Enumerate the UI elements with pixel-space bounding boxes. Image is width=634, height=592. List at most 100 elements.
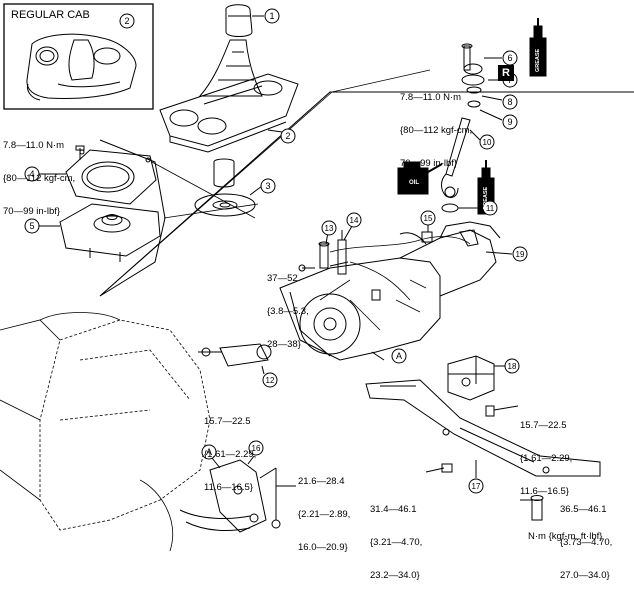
callout-14-text: 14	[350, 216, 359, 225]
callout-2b	[280, 128, 296, 144]
grease-can-label-lever: GREASE	[483, 186, 489, 210]
callout-15	[420, 210, 436, 226]
dust-boot	[59, 203, 161, 262]
view-mark-a2	[201, 444, 217, 460]
torque-line: 15.7—22.5	[520, 420, 567, 431]
units-legend: N·m {kgf-m, ft·lbf}	[528, 531, 603, 542]
callout-10-text: 10	[483, 138, 492, 147]
inset-frame	[3, 3, 154, 110]
shift-lever	[441, 117, 471, 199]
torque-line: 15.7—22.5	[204, 416, 251, 427]
callout-3	[260, 178, 276, 194]
callout-5	[24, 218, 40, 234]
torque-line: {1.61—2.29,	[204, 449, 257, 460]
sensor-14	[337, 230, 347, 275]
callout-19	[512, 246, 528, 262]
torque-line: 21.6—28.4	[298, 476, 345, 487]
shift-knob	[225, 4, 253, 37]
torque-crossmember-nut: 31.4—46.1 {3.21—4.70, 23.2—34.0}	[370, 482, 422, 592]
callout-12-text: 12	[266, 376, 275, 385]
callout-13-text: 13	[325, 224, 334, 233]
torque-line: 36.5—46.1	[560, 504, 607, 515]
callout-8	[502, 94, 518, 110]
callout-16-text: 16	[252, 444, 261, 453]
callout-1	[264, 8, 280, 24]
callout-11-text: 11	[486, 204, 495, 213]
sensor-13	[318, 241, 330, 269]
callout-4-text: 4	[29, 169, 34, 179]
callout-9	[502, 114, 518, 130]
callout-6-text: 6	[507, 53, 512, 63]
regular-cab-console	[26, 33, 137, 101]
torque-slave-bolt: 37—52 {3.8—5.3, 28—38}	[267, 251, 309, 361]
torque-knob-nut: 7.8—11.0 N·m {80—112 kgf-cm, 70—99 in-lb…	[400, 70, 472, 180]
callout-3-text: 3	[265, 181, 270, 191]
harness-15	[399, 231, 433, 245]
view-mark-a1-text: A	[396, 351, 402, 361]
torque-boot-bolt: 7.8—11.0 N·m {80—112 kgf-cm, 70—99 in-lb…	[3, 118, 75, 228]
torque-line: 37—52	[267, 273, 298, 284]
torque-line: 11.6—16.5}	[204, 482, 253, 493]
torque-line: 27.0—34.0}	[560, 570, 610, 581]
torque-line: 31.4—46.1	[370, 504, 417, 515]
torque-line: {1.61—2.29,	[520, 453, 573, 464]
callout-2a	[119, 13, 135, 29]
callout-17	[468, 478, 484, 494]
torque-line: {3.73—4.70,	[560, 537, 613, 548]
torque-bracket-bolt: 21.6—28.4 {2.21—2.89, 16.0—20.9}	[298, 454, 350, 564]
callout-2b-text: 2	[285, 131, 290, 141]
callout-10	[479, 134, 495, 150]
view-mark-a2-text: A	[206, 447, 212, 457]
shift-console-boot	[159, 39, 299, 153]
crossmember	[365, 379, 601, 477]
torque-line: 28—38}	[267, 339, 301, 350]
diagram-canvas: 1 2 2 3 4 5 6 7 8 9 10 11 12 13 14 15 16…	[0, 3, 634, 552]
insulator-cover	[194, 158, 256, 217]
torque-line: 23.2—34.0}	[370, 570, 420, 581]
clutch-slave-cylinder	[201, 343, 272, 367]
torque-line: {2.21—2.89,	[298, 509, 351, 520]
callout-4	[24, 166, 40, 182]
engine-outline	[39, 319, 211, 531]
grease-can-top	[529, 18, 547, 77]
callout-11	[482, 200, 498, 216]
torque-line: {80—112 kgf-cm,	[400, 125, 473, 136]
transmission-mount	[447, 355, 495, 401]
grease-can-label-top: GREASE	[535, 48, 541, 72]
callout-12	[262, 372, 278, 388]
torque-line: 16.0—20.9}	[298, 542, 348, 553]
callout-18-text: 18	[508, 362, 517, 371]
torque-line: 7.8—11.0 N·m	[3, 140, 65, 151]
torque-line: {3.21—4.70,	[370, 537, 423, 548]
callout-14	[346, 212, 362, 228]
boot-ring	[65, 149, 157, 205]
transmission-exploded-diagram: 1 2 2 3 4 5 6 7 8 9 10 11 12 13 14 15 16…	[0, 3, 634, 581]
callout-1-text: 1	[269, 11, 274, 21]
torque-clutch-bolt: 15.7—22.5 {1.61—2.29, 11.6—16.5}	[204, 394, 256, 504]
torque-line: {3.8—5.3,	[267, 306, 309, 317]
callout-15-text: 15	[424, 214, 433, 223]
engine-solid	[0, 312, 174, 552]
mount-bracket	[209, 459, 267, 533]
torque-mount-bolt: 15.7—22.5 {1.61—2.29, 11.6—16.5}	[520, 398, 572, 508]
callout-18	[504, 358, 520, 374]
torque-line: {80—112 kgf-cm,	[3, 173, 76, 184]
callout-5-text: 5	[29, 221, 34, 231]
callout-16	[248, 440, 264, 456]
shift-lever-bushing	[461, 43, 485, 108]
oil-can	[397, 161, 443, 195]
inset-title: REGULAR CAB	[11, 9, 90, 21]
transmission-housing	[279, 221, 501, 361]
callout-13	[321, 220, 337, 236]
callout-9-text: 9	[507, 117, 512, 127]
torque-line: 70—99 in-lbf}	[3, 206, 61, 217]
callout-17-text: 17	[472, 482, 481, 491]
callout-2a-text: 2	[124, 16, 129, 26]
torque-line: 70—99 in-lbf}	[400, 158, 458, 169]
torque-line: 7.8—11.0 N·m	[400, 92, 462, 103]
r-mark-badge: R	[498, 65, 514, 81]
callout-19-text: 19	[516, 250, 525, 259]
torque-line: 11.6—16.5}	[520, 486, 569, 497]
view-mark-a1	[391, 348, 407, 364]
oil-can-label: OIL	[409, 180, 419, 186]
